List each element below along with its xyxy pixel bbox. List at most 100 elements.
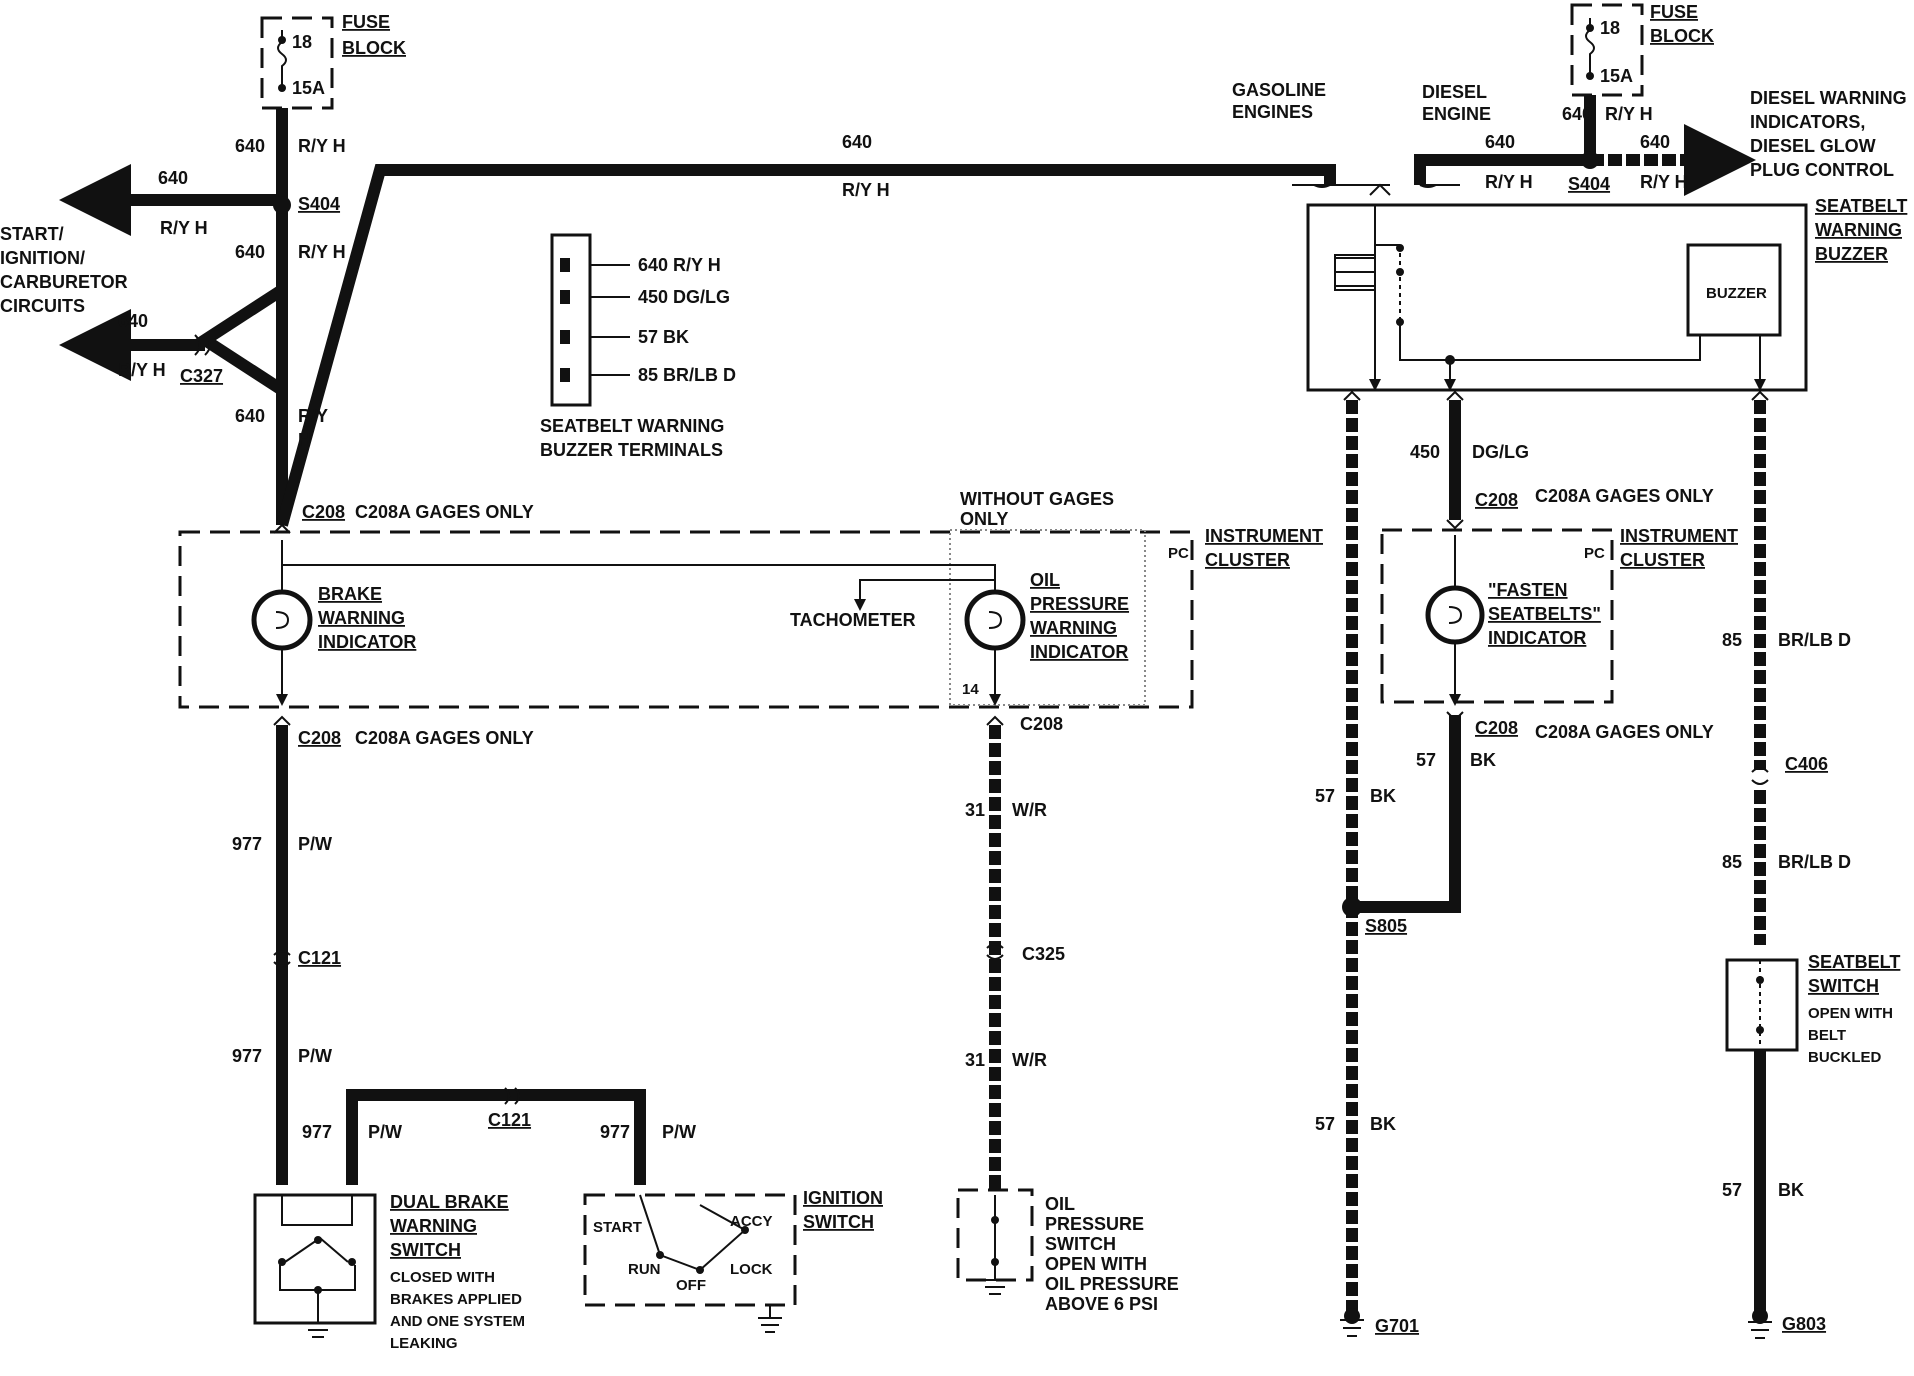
fuse-block-title: FUSE bbox=[342, 12, 390, 32]
ignition-position: OFF bbox=[676, 1277, 706, 1294]
brake-warning-bulb-icon bbox=[251, 589, 313, 651]
fasten-indicator-label: SEATBELTS" bbox=[1488, 604, 1601, 624]
cluster-title: CLUSTER bbox=[1205, 550, 1290, 570]
fuse-block-title: BLOCK bbox=[1650, 26, 1714, 46]
ground-g701: G701 bbox=[1375, 1316, 1419, 1336]
terminal-pin-label: 85 BR/LB D bbox=[638, 365, 736, 385]
oil-switch-label: OIL bbox=[1045, 1194, 1075, 1214]
wire-number: 640 bbox=[1485, 132, 1515, 152]
oil-indicator-label: INDICATOR bbox=[1030, 642, 1128, 662]
wire-color: BK bbox=[1470, 750, 1496, 770]
dual-brake-label: DUAL BRAKE bbox=[390, 1192, 509, 1212]
wire-number: 640 bbox=[235, 406, 265, 426]
wire-color: R/Y bbox=[298, 406, 328, 426]
wire-number: 640 bbox=[842, 132, 872, 152]
connector-c325: C325 bbox=[1022, 944, 1065, 964]
start-circuits-label: IGNITION/ bbox=[0, 248, 85, 268]
connector-c208a-note: C208A GAGES ONLY bbox=[1535, 722, 1714, 742]
wire-number: 57 bbox=[1416, 750, 1436, 770]
start-circuits-label: CARBURETOR bbox=[0, 272, 128, 292]
wire-number: 977 bbox=[232, 1046, 262, 1066]
ground-g803: G803 bbox=[1782, 1314, 1826, 1334]
oil-switch-label: OPEN WITH bbox=[1045, 1254, 1147, 1274]
seatbelt-switch-note: OPEN WITH bbox=[1808, 1005, 1893, 1022]
connector-c406: C406 bbox=[1785, 754, 1828, 774]
diesel-output-label: INDICATORS, bbox=[1750, 112, 1865, 132]
pc-label: PC bbox=[1584, 545, 1605, 562]
wire-color: R/Y H bbox=[160, 218, 208, 238]
terminals-caption: BUZZER TERMINALS bbox=[540, 440, 723, 460]
connector-c208: C208 bbox=[1475, 490, 1518, 510]
wire-color: R/Y H bbox=[1640, 172, 1688, 192]
connector-c121: C121 bbox=[298, 948, 341, 968]
seatbelt-switch-label: SEATBELT bbox=[1808, 952, 1900, 972]
terminal-pin-label: 57 BK bbox=[638, 327, 689, 347]
diesel-output-label: DIESEL WARNING bbox=[1750, 88, 1907, 108]
buzzer-module-title: BUZZER bbox=[1815, 244, 1888, 264]
wire-color: P/W bbox=[298, 834, 332, 854]
diesel-output-label: PLUG CONTROL bbox=[1750, 160, 1894, 180]
connector-c327: C327 bbox=[180, 366, 223, 386]
wire-color: W/R bbox=[1012, 1050, 1047, 1070]
wire-number: 85 bbox=[1722, 630, 1742, 650]
connector-c208: C208 bbox=[1020, 714, 1063, 734]
terminal-pin-label: 450 DG/LG bbox=[638, 287, 730, 307]
dual-brake-note: AND ONE SYSTEM bbox=[390, 1313, 525, 1330]
wire-color: BR/LB D bbox=[1778, 852, 1851, 872]
wire-number: 57 bbox=[1315, 1114, 1335, 1134]
oil-switch-label: SWITCH bbox=[1045, 1234, 1116, 1254]
without-gages-label: ONLY bbox=[960, 509, 1008, 529]
wire-number: 640 bbox=[1562, 104, 1592, 124]
oil-indicator-label: WARNING bbox=[1030, 618, 1117, 638]
fuse-amp: 15A bbox=[292, 78, 325, 98]
terminals-caption: SEATBELT WARNING bbox=[540, 416, 724, 436]
ignition-switch-label: SWITCH bbox=[803, 1212, 874, 1232]
connector-c208: C208 bbox=[302, 502, 345, 522]
instrument-cluster-left: C208 C208A GAGES ONLY WITHOUT GAGES ONLY… bbox=[178, 489, 1323, 748]
wire-number: 640 bbox=[118, 311, 148, 331]
connector-c121: C121 bbox=[488, 1110, 531, 1130]
ignition-position: LOCK bbox=[730, 1261, 773, 1278]
diesel-feed-wires: 640 R/Y H 640 R/Y H S404 640 R/Y H DIESE… bbox=[1414, 88, 1907, 196]
fuse-number: 18 bbox=[1600, 18, 1620, 38]
wire-color: P/W bbox=[368, 1122, 402, 1142]
seatbelt-switch-note: BELT bbox=[1808, 1027, 1846, 1044]
wire-number: 640 bbox=[235, 136, 265, 156]
seatbelt-warning-buzzer-module: BUZZER SEATBELT WARNING BUZZER bbox=[1292, 183, 1907, 392]
wire-color: R/Y H bbox=[298, 242, 346, 262]
oil-switch-label: OIL PRESSURE bbox=[1045, 1274, 1179, 1294]
seatbelt-switch-icon bbox=[1725, 958, 1799, 1052]
wire-color: H bbox=[298, 430, 311, 450]
splice-label: S404 bbox=[298, 194, 340, 214]
wire-color: R/Y H bbox=[842, 180, 890, 200]
oil-indicator-label: OIL bbox=[1030, 570, 1060, 590]
wire-color: P/W bbox=[662, 1122, 696, 1142]
wire-color: R/Y H bbox=[118, 360, 166, 380]
splice-s404-right bbox=[1581, 151, 1599, 169]
wire-number: 977 bbox=[600, 1122, 630, 1142]
wire-number: 977 bbox=[302, 1122, 332, 1142]
fasten-seatbelts-bulb-icon bbox=[1425, 585, 1485, 645]
dual-brake-note: BRAKES APPLIED bbox=[390, 1291, 522, 1308]
cluster-title: INSTRUMENT bbox=[1620, 526, 1738, 546]
ignition-position: RUN bbox=[628, 1261, 661, 1278]
tachometer-label: TACHOMETER bbox=[790, 610, 916, 630]
terminal-pin-label: 640 R/Y H bbox=[638, 255, 721, 275]
pc-label: PC bbox=[1168, 545, 1189, 562]
dual-brake-note: LEAKING bbox=[390, 1335, 458, 1352]
ignition-switch-icon bbox=[583, 1193, 797, 1307]
wire-number: 31 bbox=[965, 800, 985, 820]
gasoline-engines-label: ENGINES bbox=[1232, 102, 1313, 122]
connector-c208a-note: C208A GAGES ONLY bbox=[1535, 486, 1714, 506]
seatbelt-switch-note: BUCKLED bbox=[1808, 1049, 1881, 1066]
oil-indicator-label: PRESSURE bbox=[1030, 594, 1129, 614]
buzzer-label: BUZZER bbox=[1706, 285, 1767, 302]
oil-pressure-circuit: 31 W/R C325 31 W/R OIL PRESSURE SWITCH O… bbox=[956, 715, 1179, 1314]
dual-brake-note: CLOSED WITH bbox=[390, 1269, 495, 1286]
wire-number: 57 bbox=[1315, 786, 1335, 806]
wire-color: DG/LG bbox=[1472, 442, 1529, 462]
oil-pressure-bulb-icon bbox=[964, 589, 1026, 651]
start-circuits-label: CIRCUITS bbox=[0, 296, 85, 316]
oil-switch-label: PRESSURE bbox=[1045, 1214, 1144, 1234]
